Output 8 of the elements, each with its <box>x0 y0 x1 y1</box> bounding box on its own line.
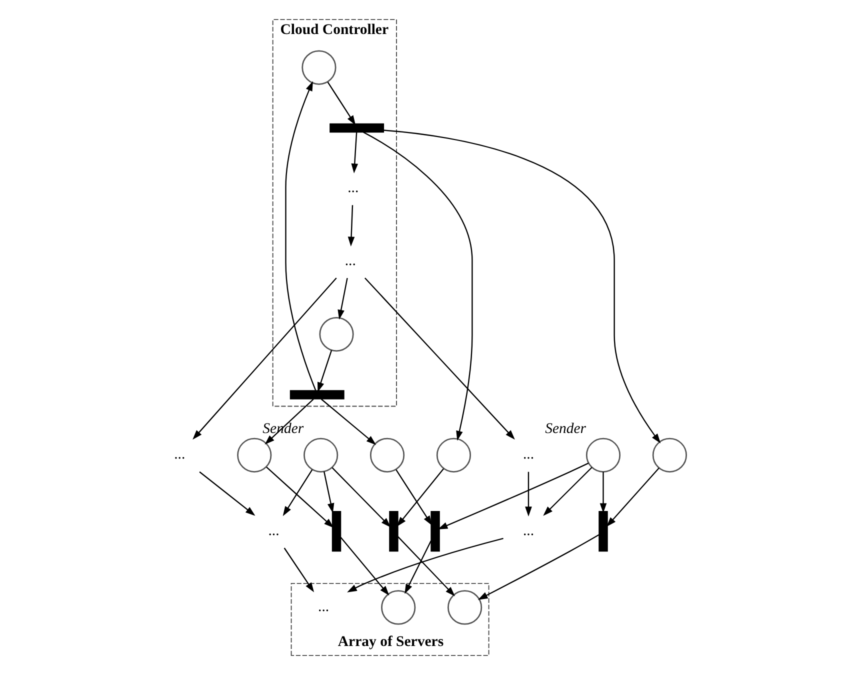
node-text: ... <box>522 522 534 539</box>
node-label: Sender <box>545 420 586 437</box>
node-text: ... <box>174 446 186 463</box>
node-text: ... <box>344 252 356 269</box>
node-text: ... <box>522 446 534 463</box>
node-text: ... <box>318 598 330 615</box>
node-text: ... <box>348 180 359 196</box>
node-text: ... <box>268 522 280 539</box>
